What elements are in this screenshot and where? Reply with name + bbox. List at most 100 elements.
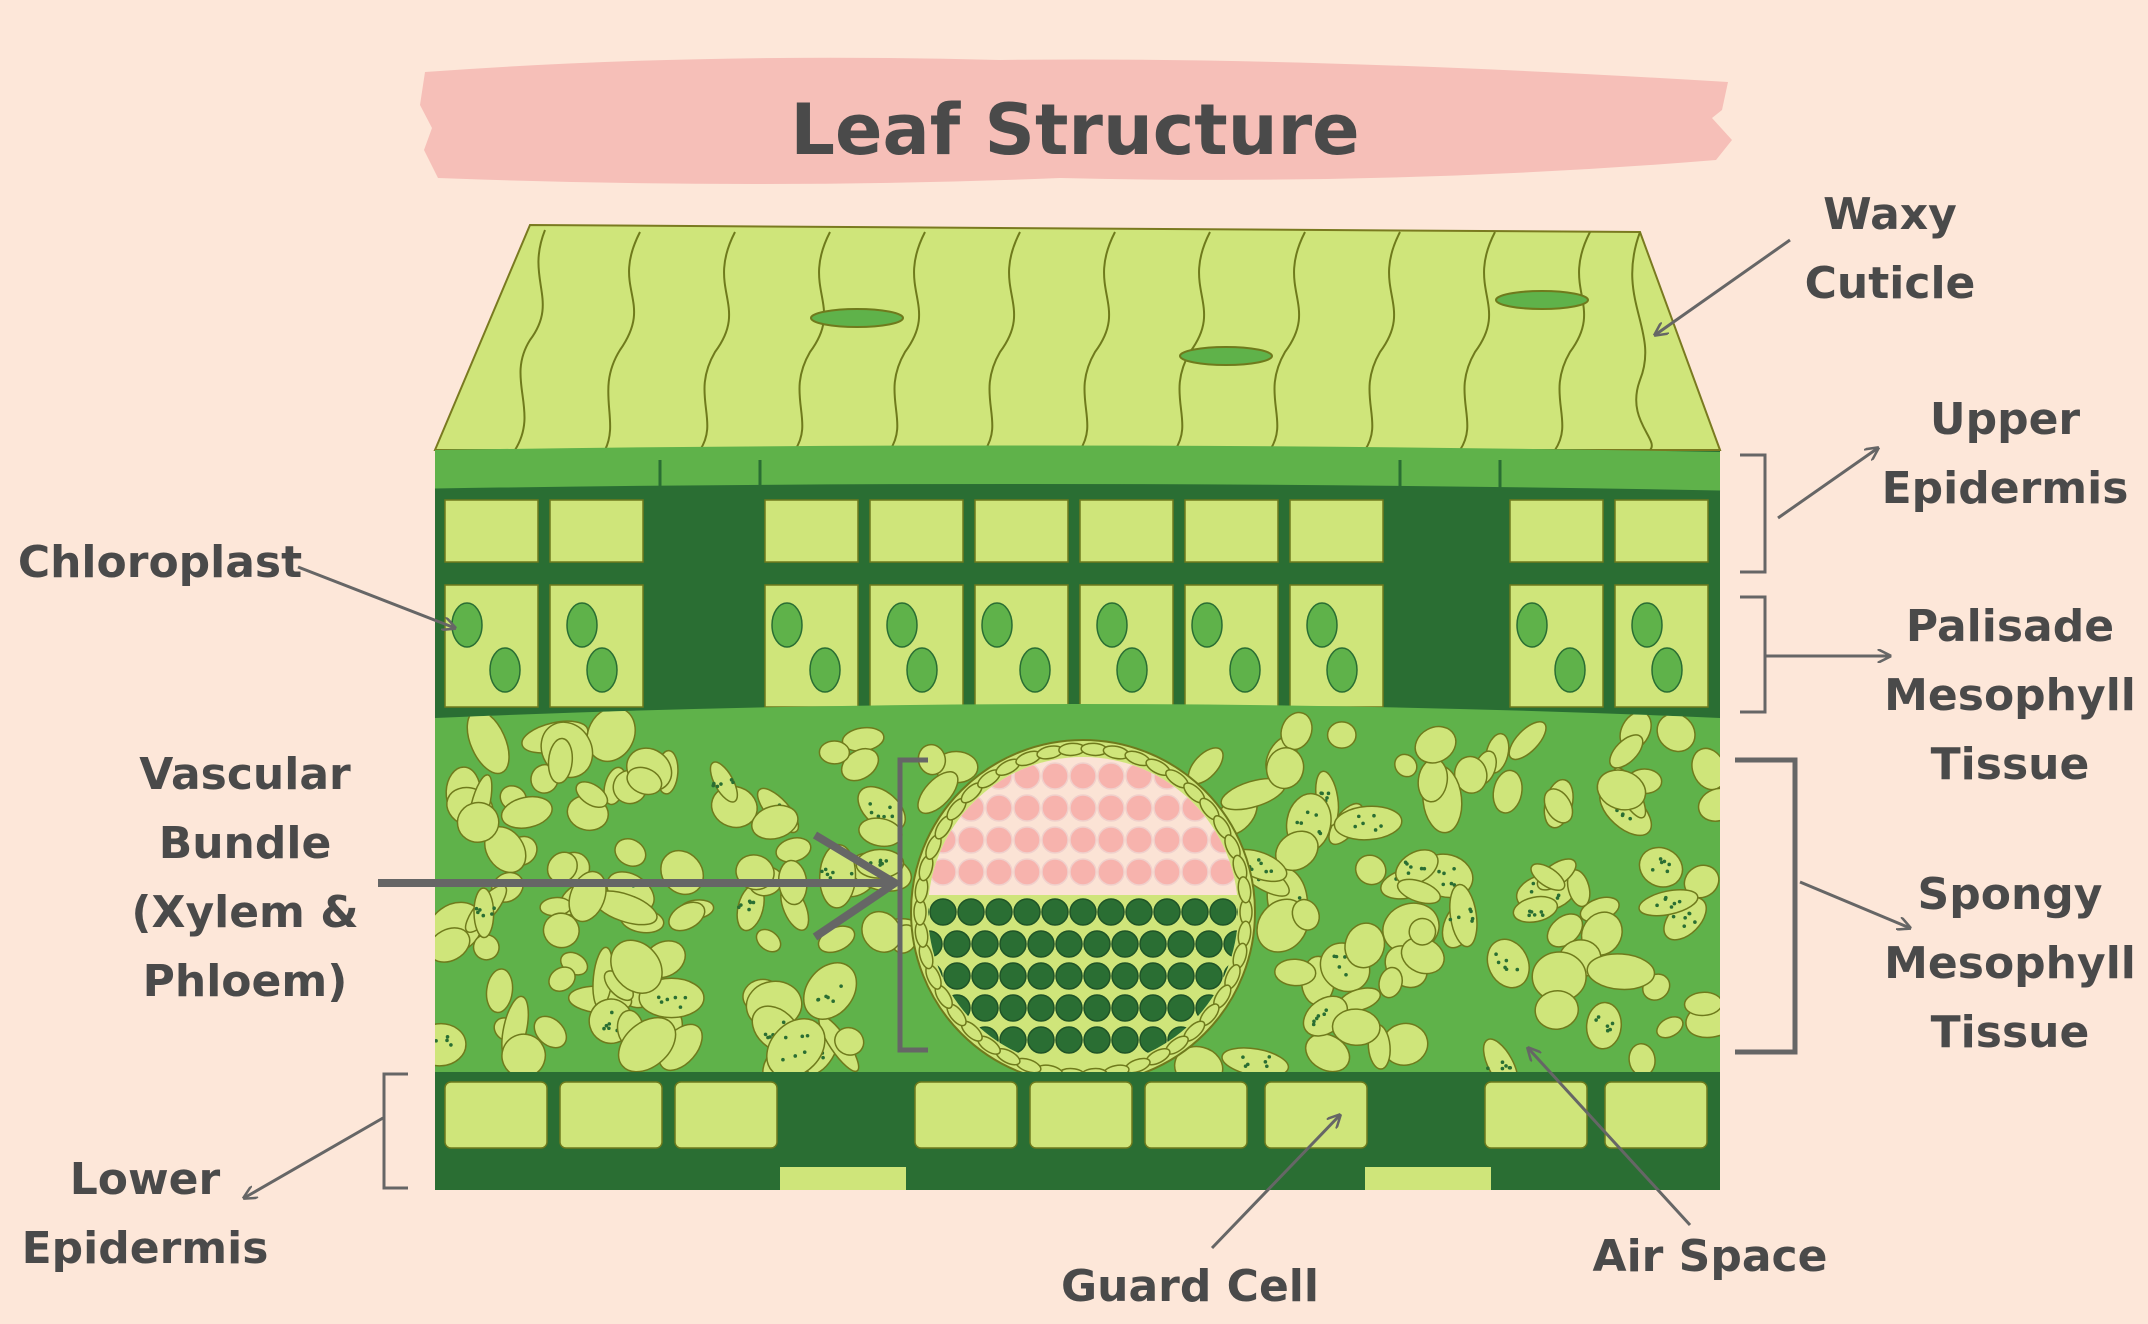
spongy-dot <box>478 908 482 912</box>
spongy-dot <box>446 1035 450 1039</box>
spongy-dot <box>1501 1067 1505 1071</box>
spongy-dot <box>1505 967 1509 971</box>
spongy-dot <box>660 1000 664 1004</box>
spongy-dot <box>1655 904 1659 908</box>
spongy-dot <box>766 1036 770 1040</box>
spongy-dot <box>674 996 678 1000</box>
xylem-cell <box>1154 859 1180 885</box>
spongy-dot <box>1628 817 1632 821</box>
spongy-dot <box>1361 822 1365 826</box>
phloem-cell <box>972 931 998 957</box>
spongy-bracket <box>1735 760 1795 1052</box>
spongy-dot <box>1597 1015 1601 1019</box>
spongy-dot <box>1338 965 1342 969</box>
xylem-cell <box>1042 827 1068 853</box>
phloem-cell <box>944 931 970 957</box>
palisade-cell-top <box>445 500 538 562</box>
spongy-dot <box>868 802 872 806</box>
spongy-dot <box>1533 913 1537 917</box>
spongy-dot <box>879 859 883 863</box>
phloem-cell <box>1140 963 1166 989</box>
palisade-cell-top <box>870 500 963 562</box>
phloem-cell <box>1028 931 1054 957</box>
top-stoma-1 <box>811 309 903 327</box>
palisade-cell-top <box>550 500 643 562</box>
spongy-dot <box>821 1056 825 1060</box>
spongy-dot <box>1405 862 1409 866</box>
spongy-dot <box>748 899 752 903</box>
phloem-cell <box>1084 995 1110 1021</box>
spongy-dot <box>679 1005 683 1009</box>
spongy-dot <box>1651 868 1655 872</box>
phloem-cell <box>1140 931 1166 957</box>
spongy-dot <box>1268 1055 1272 1059</box>
palisade-cell-top <box>1510 500 1603 562</box>
xylem-cell <box>1126 859 1152 885</box>
label-upper-epidermis: UpperEpidermis <box>1880 385 2130 523</box>
phloem-cell <box>972 995 998 1021</box>
phloem-cell <box>1084 963 1110 989</box>
spongy-dot <box>1374 828 1378 832</box>
spongy-dot <box>1621 812 1625 816</box>
spongy-dot <box>752 901 756 905</box>
chloroplast <box>1517 603 1547 647</box>
xylem-cell <box>1126 827 1152 853</box>
spongy-dot <box>1486 1066 1490 1070</box>
xylem-cell <box>986 795 1012 821</box>
palisade-cell <box>1185 585 1278 707</box>
chloroplast <box>982 603 1012 647</box>
spongy-dot <box>434 1039 438 1043</box>
chloroplast <box>1117 648 1147 692</box>
spongy-dot <box>890 815 894 819</box>
spongy-dot <box>831 871 835 875</box>
xylem-cell <box>1098 859 1124 885</box>
spongy-dot <box>1683 916 1687 920</box>
phloem-cell <box>1112 931 1138 957</box>
phloem-cell <box>1112 963 1138 989</box>
spongy-dot <box>657 995 661 999</box>
palisade-cell-top <box>1080 500 1173 562</box>
phloem-cell <box>1042 899 1068 925</box>
spongy-dot <box>490 912 494 916</box>
spongy-dot <box>1332 954 1336 958</box>
spongy-dot <box>782 1020 786 1024</box>
spongy-dot <box>800 1035 804 1039</box>
spongy-dot <box>1505 959 1509 963</box>
spongy-dot <box>839 984 843 988</box>
spongy-dot <box>431 1046 435 1050</box>
upper-epidermis-arrow <box>1778 448 1878 518</box>
palisade-cell <box>765 585 858 707</box>
spongy-dot <box>803 1050 807 1054</box>
spongy-dot <box>764 1033 768 1037</box>
label-air-space: Air Space <box>1590 1222 1830 1291</box>
chloroplast <box>490 648 520 692</box>
xylem-cell <box>1182 859 1208 885</box>
spongy-dot <box>1298 896 1302 900</box>
spongy-dot <box>1673 902 1677 906</box>
chloroplast-arrow <box>298 567 455 628</box>
spongy-dot <box>1594 1018 1598 1022</box>
upper-epidermis-bracket <box>1740 455 1765 572</box>
phloem-cell <box>1084 1027 1110 1053</box>
lower-epidermis-cell <box>560 1082 662 1148</box>
palisade-cell-top <box>1615 500 1708 562</box>
xylem-cell <box>1126 795 1152 821</box>
spongy-dot <box>1515 968 1519 972</box>
phloem-cell <box>1196 963 1222 989</box>
spongy-dot <box>850 872 854 876</box>
spongy-dot <box>730 778 734 782</box>
spongy-dot <box>1241 1055 1245 1059</box>
spongy-dot <box>427 1047 431 1051</box>
palisade-cell-top <box>765 500 858 562</box>
spongy-dot <box>1264 870 1268 874</box>
phloem-cell <box>1028 1027 1054 1053</box>
label-spongy-mesophyll: SpongyMesophyllTissue <box>1880 860 2140 1067</box>
lower-epidermis-cell <box>675 1082 777 1148</box>
top-stoma-3 <box>1496 291 1588 309</box>
spongy-dot <box>1468 908 1472 912</box>
spongy-dot <box>884 859 888 863</box>
spongy-dot <box>1442 872 1446 876</box>
spongy-dot <box>445 1039 449 1043</box>
spongy-dot <box>793 1054 797 1058</box>
